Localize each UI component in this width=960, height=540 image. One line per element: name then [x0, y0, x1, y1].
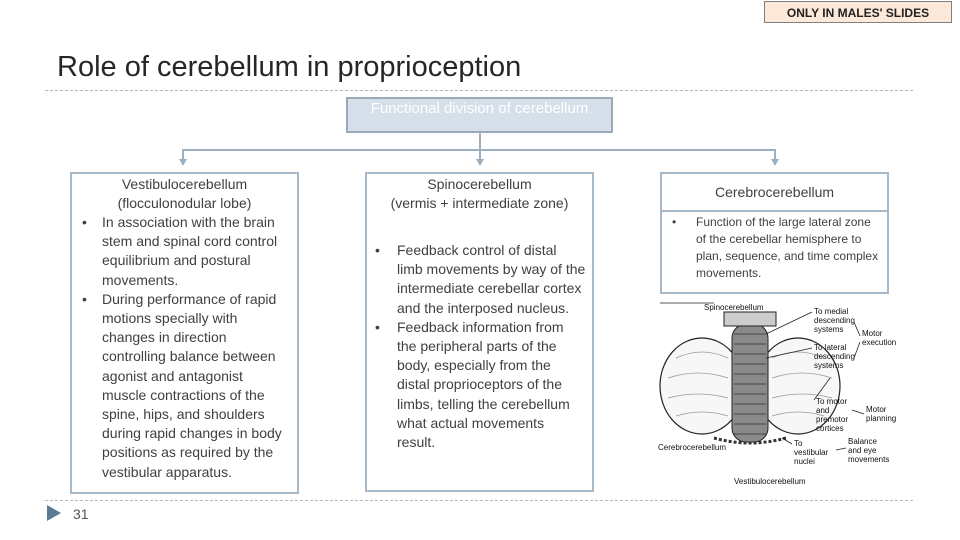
cerebellum-drawing	[659, 302, 841, 445]
connector-stem	[479, 133, 481, 150]
label-medial-2: descending	[814, 316, 855, 325]
cerebrocerebellum-bullet-1: Function of the large lateral zone of th…	[662, 214, 879, 282]
label-balance-3: movements	[848, 455, 889, 464]
vestibulocerebellum-box: Vestibulocerebellum (flocculonodular lob…	[70, 172, 299, 494]
slide-marker-icon	[47, 505, 61, 521]
spinocerebellum-heading: Spinocerebellum	[427, 176, 532, 192]
label-motor-execution-1: Motor	[862, 329, 883, 338]
spinocerebellum-bullet-1: Feedback control of distal limb movement…	[367, 241, 586, 318]
label-vestibular-nuclei-2: vestibular	[794, 448, 829, 457]
label-balance-2: and eye	[848, 446, 877, 455]
label-premotor-2: and	[816, 406, 829, 415]
label-lateral-2: descending	[814, 352, 855, 361]
label-balance-1: Balance	[848, 437, 877, 446]
slide-title: Role of cerebellum in proprioception	[57, 51, 522, 83]
cerebrocerebellum-text-box: Function of the large lateral zone of th…	[660, 212, 889, 294]
label-spinocerebellum: Spinocerebellum	[704, 303, 764, 312]
cerebrocerebellum-heading: Cerebrocerebellum	[714, 184, 835, 200]
label-cerebrocerebellum: Cerebrocerebellum	[658, 443, 726, 452]
page-number: 31	[73, 506, 89, 522]
spinocerebellum-bullet-2: Feedback information from the peripheral…	[367, 318, 586, 452]
label-vestibular-nuclei-3: nuclei	[794, 457, 815, 466]
cerebrocerebellum-box: Cerebrocerebellum	[660, 172, 889, 212]
label-vestibulocerebellum: Vestibulocerebellum	[734, 477, 806, 486]
functional-division-box: Functional division of cerebellum	[346, 97, 613, 133]
spinocerebellum-subheading: (vermis + intermediate zone)	[390, 195, 569, 211]
vestibulocerebellum-heading: Vestibulocerebellum	[121, 176, 248, 192]
connector-left	[182, 149, 184, 159]
label-medial-3: systems	[814, 325, 843, 334]
vestibulocerebellum-subheading: (flocculonodular lobe)	[117, 195, 252, 211]
label-lateral-1: To lateral	[814, 343, 847, 352]
label-motor-planning-1: Motor	[866, 405, 887, 414]
label-motor-planning-2: planning	[866, 414, 896, 423]
figure-leader-lines	[765, 311, 865, 451]
arrow-left-icon	[179, 159, 187, 166]
label-motor-execution-2: execution	[862, 338, 896, 347]
arrow-middle-icon	[476, 159, 484, 166]
label-medial-1: To medial	[814, 307, 848, 316]
label-premotor-4: cortices	[816, 424, 844, 433]
arrow-right-icon	[771, 159, 779, 166]
connector-right	[774, 149, 776, 159]
cerebellum-diagram: Spinocerebellum Cerebrocerebellum Vestib…	[658, 302, 896, 486]
title-divider	[45, 90, 913, 91]
spinocerebellum-box: Spinocerebellum (vermis + intermediate z…	[365, 172, 594, 492]
connector-middle	[479, 149, 481, 159]
label-premotor-3: premotor	[816, 415, 848, 424]
footer-divider	[45, 500, 913, 501]
label-vestibular-nuclei-1: To	[794, 439, 803, 448]
vestibulocerebellum-bullet-1: In association with the brain stem and s…	[72, 213, 291, 290]
label-lateral-3: systems	[814, 361, 843, 370]
label-premotor-1: To motor	[816, 397, 847, 406]
vestibulocerebellum-bullet-2: During performance of rapid motions spec…	[72, 290, 291, 482]
males-slides-tag: ONLY IN MALES' SLIDES	[764, 1, 952, 23]
